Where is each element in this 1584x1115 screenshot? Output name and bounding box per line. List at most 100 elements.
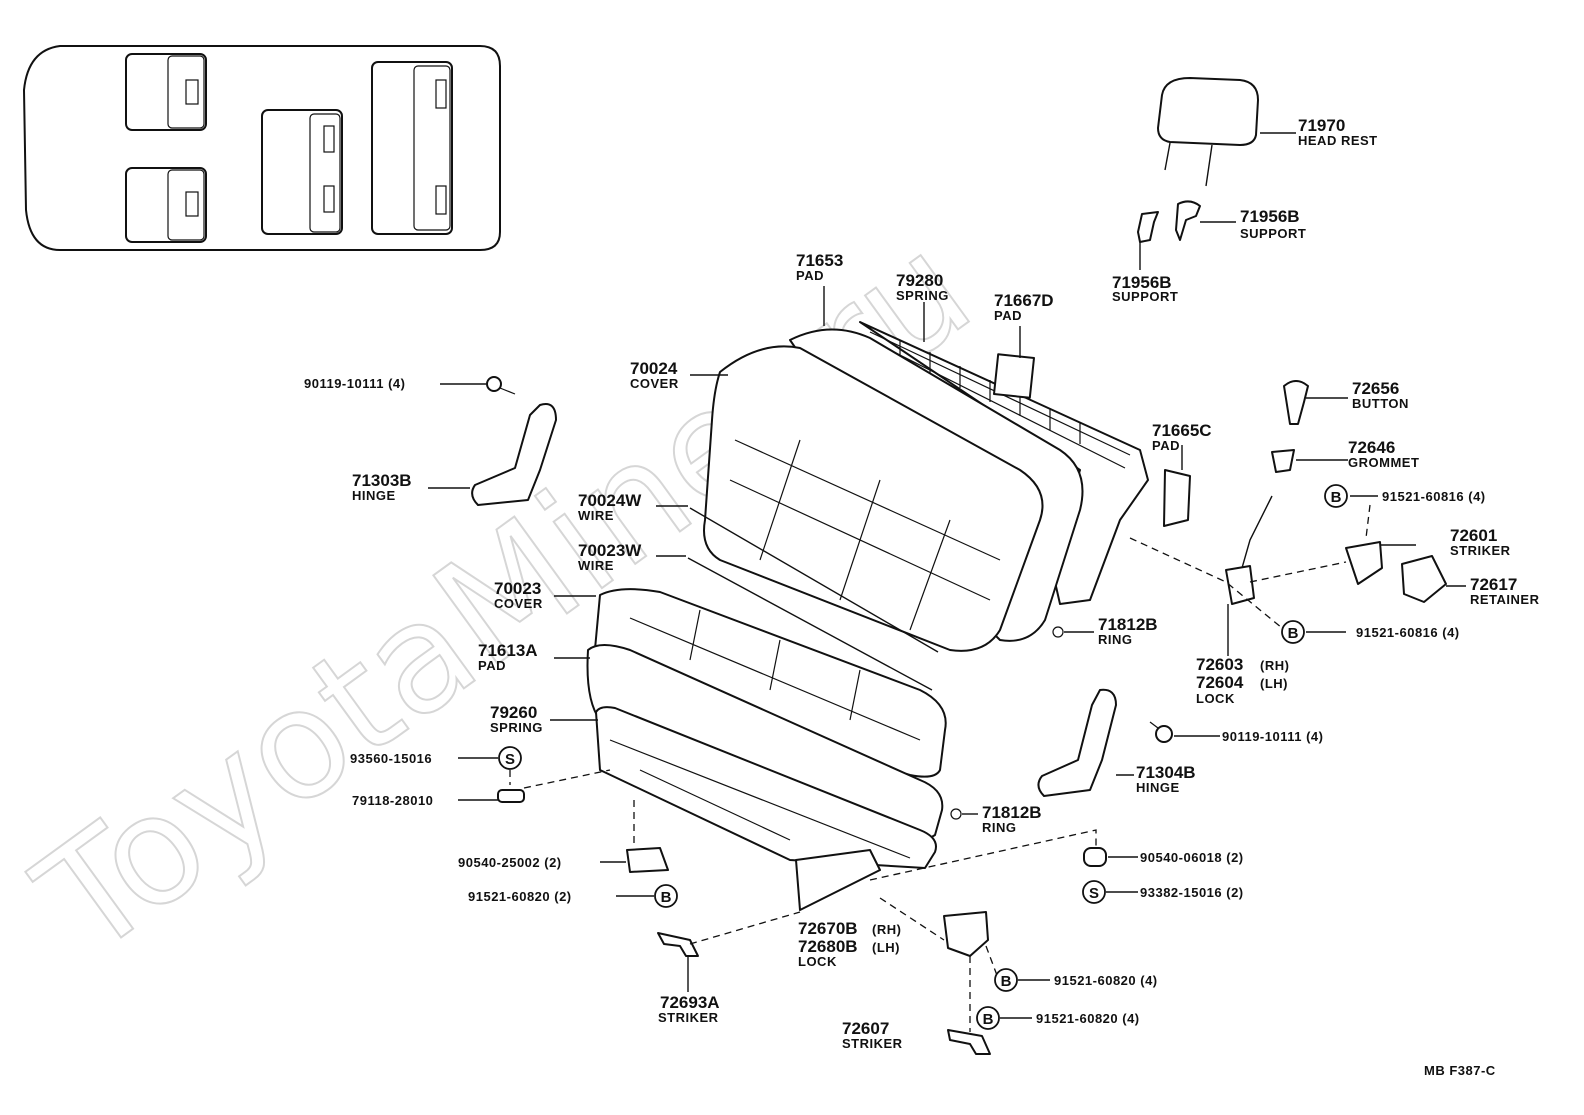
svg-text:SPRING: SPRING (896, 288, 949, 303)
svg-text:71812B: 71812B (982, 803, 1042, 822)
svg-text:B: B (1331, 489, 1342, 506)
svg-text:PAD: PAD (478, 658, 506, 673)
label-90540-06018: 90540-06018 (2) (1140, 850, 1244, 865)
retainer-72617-part (1401, 555, 1447, 603)
svg-text:SUPPORT: SUPPORT (1112, 289, 1178, 304)
svg-text:72680B: 72680B (798, 937, 858, 956)
pad-71665C-part (1163, 469, 1191, 527)
svg-text:79260: 79260 (490, 703, 537, 722)
svg-text:RING: RING (982, 820, 1017, 835)
svg-text:PAD: PAD (1152, 438, 1180, 453)
svg-text:72607: 72607 (842, 1019, 889, 1038)
label-72680B: 72680B(LH)LOCK (798, 937, 900, 969)
support-parts (1137, 200, 1201, 243)
label-72603: 72603 (RH) (1196, 655, 1289, 674)
svg-text:COVER: COVER (494, 596, 543, 611)
svg-text:91521-60816 (4): 91521-60816 (4) (1356, 625, 1460, 640)
svg-text:71303B: 71303B (352, 471, 412, 490)
badge-b-91521-820-4a: B (994, 968, 1018, 992)
label-90119-upper: 90119-10111 (4) (304, 376, 405, 391)
svg-text:90119-10111 (4): 90119-10111 (4) (304, 376, 405, 391)
svg-text:93560-15016: 93560-15016 (350, 751, 432, 766)
svg-text:PAD: PAD (994, 308, 1022, 323)
svg-text:72604: 72604 (1196, 673, 1244, 692)
svg-text:B: B (661, 889, 672, 906)
button-72656-part (1283, 380, 1309, 425)
hinge-71304B (1037, 688, 1117, 797)
label-93560: 93560-15016 (350, 751, 432, 766)
svg-text:(LH): (LH) (1260, 676, 1288, 691)
svg-text:93382-15016 (2): 93382-15016 (2) (1140, 885, 1244, 900)
rear-seat-highlighted (371, 61, 453, 235)
part-90540-25002 (626, 847, 669, 873)
svg-text:71304B: 71304B (1136, 763, 1196, 782)
seat-cushion-pad (586, 644, 944, 842)
svg-text:90540-06018 (2): 90540-06018 (2) (1140, 850, 1244, 865)
svg-text:71667D: 71667D (994, 291, 1054, 310)
svg-text:72670B: 72670B (798, 919, 858, 938)
svg-text:LOCK: LOCK (1196, 691, 1235, 706)
svg-text:HEAD REST: HEAD REST (1298, 133, 1378, 148)
striker-72693A-part (657, 932, 699, 957)
badge-b-91521-816-lower: B (1281, 620, 1305, 644)
label-90119-right: 90119-10111 (4) (1222, 729, 1323, 744)
label-91521-816-lower: 91521-60816 (4) (1356, 625, 1460, 640)
svg-text:72603: 72603 (1196, 655, 1243, 674)
svg-text:S: S (505, 751, 515, 768)
svg-text:90119-10111 (4): 90119-10111 (4) (1222, 729, 1323, 744)
svg-text:PAD: PAD (796, 268, 824, 283)
label-72670B: 72670B (RH) (798, 919, 901, 938)
svg-text:WIRE: WIRE (578, 508, 614, 523)
svg-text:STRIKER: STRIKER (658, 1010, 719, 1025)
svg-text:SUPPORT: SUPPORT (1240, 226, 1306, 241)
label-93382: 93382-15016 (2) (1140, 885, 1244, 900)
label-91521-820-4b: 91521-60820 (4) (1036, 1011, 1139, 1026)
wire-70023W (687, 557, 933, 691)
svg-text:GROMMET: GROMMET (1348, 455, 1419, 470)
svg-text:LOCK: LOCK (798, 954, 837, 969)
part-90540-06018 (1083, 847, 1107, 867)
svg-text:BUTTON: BUTTON (1352, 396, 1409, 411)
svg-text:COVER: COVER (630, 376, 679, 391)
svg-text:71956B: 71956B (1112, 273, 1172, 292)
label-91521-816-upper: 91521-60816 (4) (1382, 489, 1485, 504)
striker-72607-part (947, 1029, 991, 1055)
svg-text:WIRE: WIRE (578, 558, 614, 573)
svg-text:70024W: 70024W (578, 491, 642, 510)
label-91521-820-2: 91521-60820 (2) (468, 889, 571, 904)
pad-71667D-block (993, 353, 1035, 399)
svg-text:71812B: 71812B (1098, 615, 1158, 634)
footer-code: MB F387-C (1424, 1063, 1496, 1078)
svg-text:(RH): (RH) (872, 922, 901, 937)
badge-b-91521-820-4b: B (976, 1006, 1000, 1030)
svg-text:71956B: 71956B (1240, 207, 1300, 226)
cushion-lock-bracket (795, 849, 881, 911)
svg-text:(RH): (RH) (1260, 658, 1289, 673)
svg-text:70023W: 70023W (578, 541, 642, 560)
lock-72670B-part (943, 911, 989, 957)
badge-s-93382: S (1082, 880, 1106, 904)
badge-b-91521-820-2: B (654, 884, 678, 908)
svg-text:B: B (1288, 625, 1299, 642)
label-91521-820-4a: 91521-60820 (4) (1054, 973, 1157, 988)
